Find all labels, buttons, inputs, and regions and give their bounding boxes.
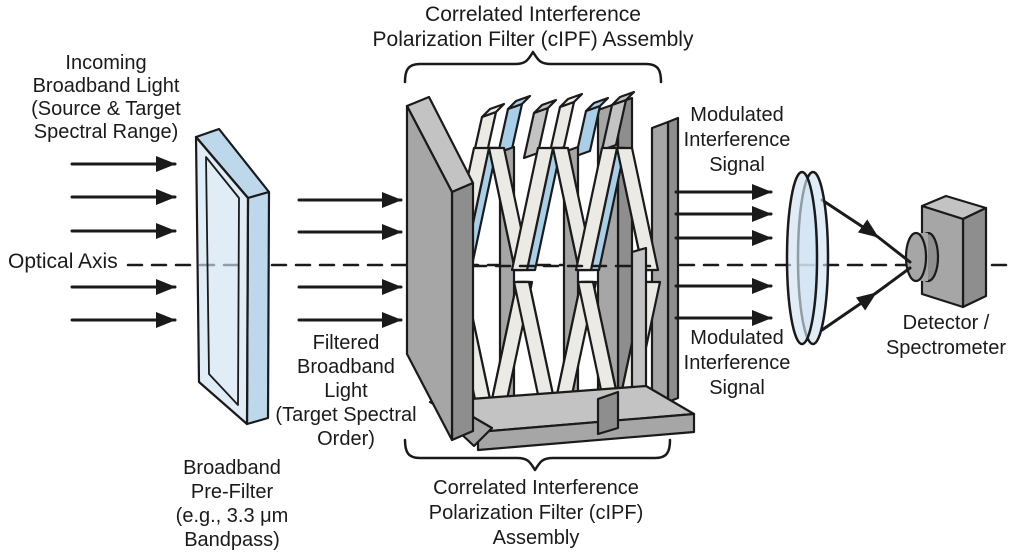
modulated-signal-arrows: [674, 184, 773, 326]
assembly-left-plate: [405, 95, 475, 442]
prefilter-slab: [194, 127, 271, 426]
assembly-frame-post: [630, 246, 648, 410]
optical-axis-label: Optical Axis: [8, 250, 118, 273]
filtered-light-arrows: [297, 192, 403, 328]
detector-box: [904, 194, 988, 309]
detector-aperture: [904, 231, 940, 283]
prefilter-inner-outline: [205, 156, 240, 406]
incoming-light-arrows: [70, 156, 177, 328]
modulated-signal-label-top: Modulated Interference Signal: [683, 104, 791, 176]
assembly-title-bottom: Correlated Interference Polarization Fil…: [428, 477, 644, 549]
filtered-light-label: Filtered Broadband Light (Target Spectra…: [275, 332, 417, 450]
assembly-top-plates: [470, 90, 636, 164]
assembly-base-tray: [428, 384, 696, 452]
assembly-title-top: Correlated Interference Polarization Fil…: [372, 3, 694, 51]
assembly-chevrons-upper: [446, 146, 660, 272]
modulated-signal-label-bottom: Modulated Interference Signal: [683, 327, 791, 399]
prefilter-label: Broadband Pre-Filter (e.g., 3.3 μm Bandp…: [175, 457, 289, 551]
incoming-light-label: Incoming Broadband Light (Source & Targe…: [31, 52, 181, 143]
brace-bottom: [403, 438, 672, 472]
detector-side-face: [961, 206, 988, 309]
brace-top: [403, 50, 663, 84]
cipf-assembly: [405, 90, 696, 452]
detector-label: Detector / Spectrometer: [885, 312, 1007, 359]
converging-rays: [820, 198, 912, 332]
focusing-lens: [785, 170, 830, 346]
prefilter-side-face: [245, 190, 271, 426]
